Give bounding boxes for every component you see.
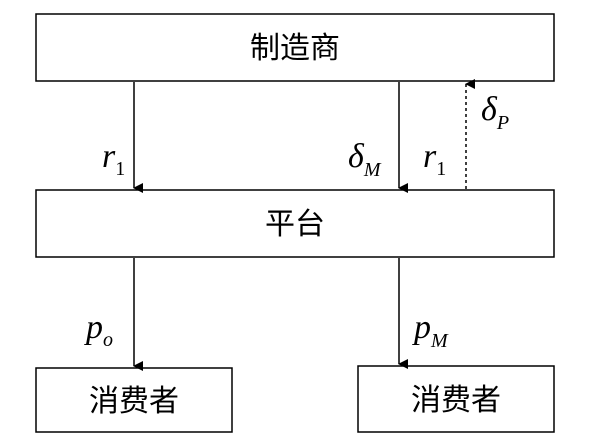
- platform-box: 平台: [35, 189, 555, 258]
- label-delta-p: δP: [481, 91, 509, 134]
- label-p-o: po: [84, 309, 113, 351]
- consumer-right-label: 消费者: [411, 383, 501, 418]
- label-delta-m: δM: [348, 138, 382, 181]
- platform-label: 平台: [265, 207, 325, 242]
- manufacturer-label: 制造商: [250, 31, 340, 66]
- consumer-left-label: 消费者: [89, 384, 179, 419]
- label-r1-right: r1: [423, 138, 446, 180]
- consumer-right-box: 消费者: [357, 365, 555, 433]
- manufacturer-box: 制造商: [35, 13, 555, 82]
- label-r1-left: r1: [102, 138, 125, 180]
- label-p-m: pM: [412, 309, 449, 352]
- consumer-left-box: 消费者: [35, 367, 233, 433]
